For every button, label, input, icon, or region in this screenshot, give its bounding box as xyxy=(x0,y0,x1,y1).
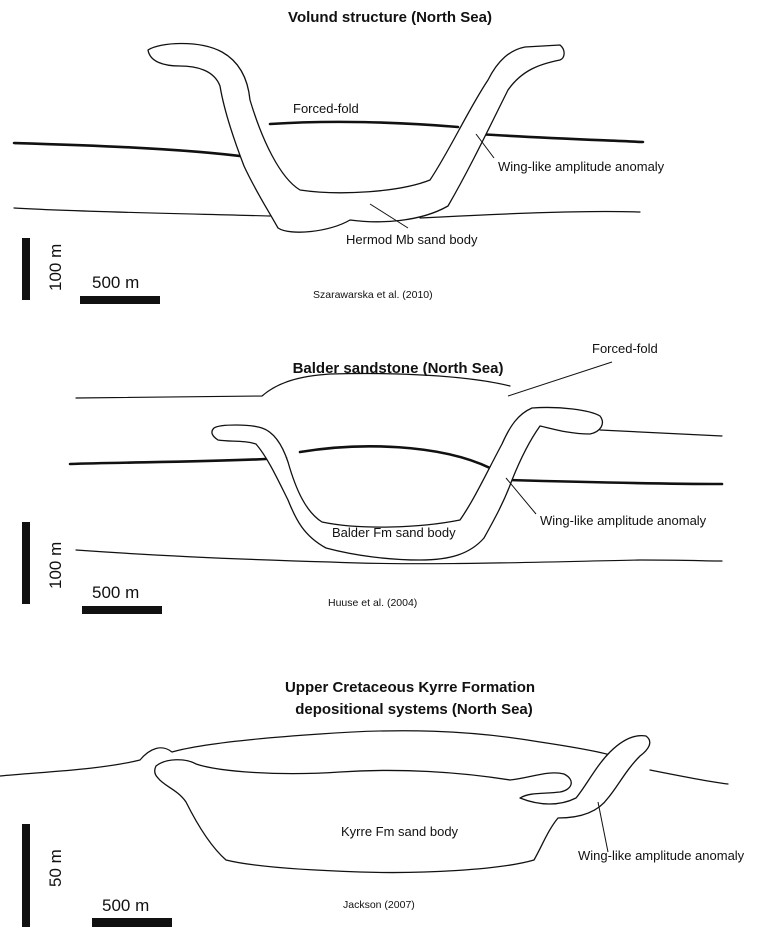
leader-forced-fold xyxy=(507,361,613,397)
label-forced-fold: Forced-fold xyxy=(592,341,658,356)
panel-balder: Balder sandstone (North Sea) Forced-fold… xyxy=(22,341,724,614)
vertical-scale-label: 100 m xyxy=(46,542,65,589)
horizontal-scale-label: 500 m xyxy=(92,273,139,292)
label-wing-anomaly: Wing-like amplitude anomaly xyxy=(540,513,707,528)
forced-fold-reflector xyxy=(268,120,460,129)
label-forced-fold: Forced-fold xyxy=(293,101,359,116)
horizontal-scale-bar xyxy=(80,296,160,304)
label-wing-anomaly: Wing-like amplitude anomaly xyxy=(578,848,745,863)
horizontal-scale-bar xyxy=(82,606,162,614)
label-sand-body: Hermod Mb sand body xyxy=(346,232,478,247)
label-sand-body: Kyrre Fm sand body xyxy=(341,824,459,839)
panel-kyrre: Upper Cretaceous Kyrre Formation deposit… xyxy=(0,679,745,927)
sand-body-injectite xyxy=(154,734,651,874)
vertical-scale-bar xyxy=(22,824,30,927)
vertical-scale-bar xyxy=(22,238,30,300)
vertical-scale-label: 50 m xyxy=(46,849,65,887)
panel-title-line1: Upper Cretaceous Kyrre Formation xyxy=(285,679,535,696)
panel-title-line2: depositional systems (North Sea) xyxy=(295,701,533,718)
horizontal-scale-bar xyxy=(92,918,172,927)
leader-sand-body xyxy=(369,203,409,229)
reflector-right xyxy=(506,478,724,486)
horizontal-scale-label: 500 m xyxy=(92,583,139,602)
top-horizon-forced-fold xyxy=(75,372,723,437)
top-horizon xyxy=(0,730,729,785)
reflector-right xyxy=(476,132,645,144)
horizontal-scale-label: 500 m xyxy=(102,896,149,915)
vertical-scale-bar xyxy=(22,522,30,604)
reflector-left xyxy=(68,456,288,466)
reflector-left xyxy=(12,141,250,159)
leader-wing xyxy=(597,801,609,853)
label-sand-body: Balder Fm sand body xyxy=(332,525,456,540)
sand-body-injectite xyxy=(211,406,604,561)
panel-title: Volund structure (North Sea) xyxy=(288,9,492,26)
reflector-inner xyxy=(298,445,492,470)
leader-wing xyxy=(475,133,495,159)
lower-horizon xyxy=(75,549,723,565)
citation: Szarawarska et al. (2010) xyxy=(313,289,433,301)
vertical-scale-label: 100 m xyxy=(46,244,65,291)
panel-title: Balder sandstone (North Sea) xyxy=(293,360,504,377)
sand-body-injectite xyxy=(147,42,565,233)
label-wing-anomaly: Wing-like amplitude anomaly xyxy=(498,159,665,174)
leader-wing xyxy=(505,477,537,515)
panel-volund: Volund structure (North Sea) Forced-fold… xyxy=(12,9,665,304)
lower-horizon xyxy=(13,207,641,219)
citation: Huuse et al. (2004) xyxy=(328,597,417,609)
citation: Jackson (2007) xyxy=(343,899,415,911)
